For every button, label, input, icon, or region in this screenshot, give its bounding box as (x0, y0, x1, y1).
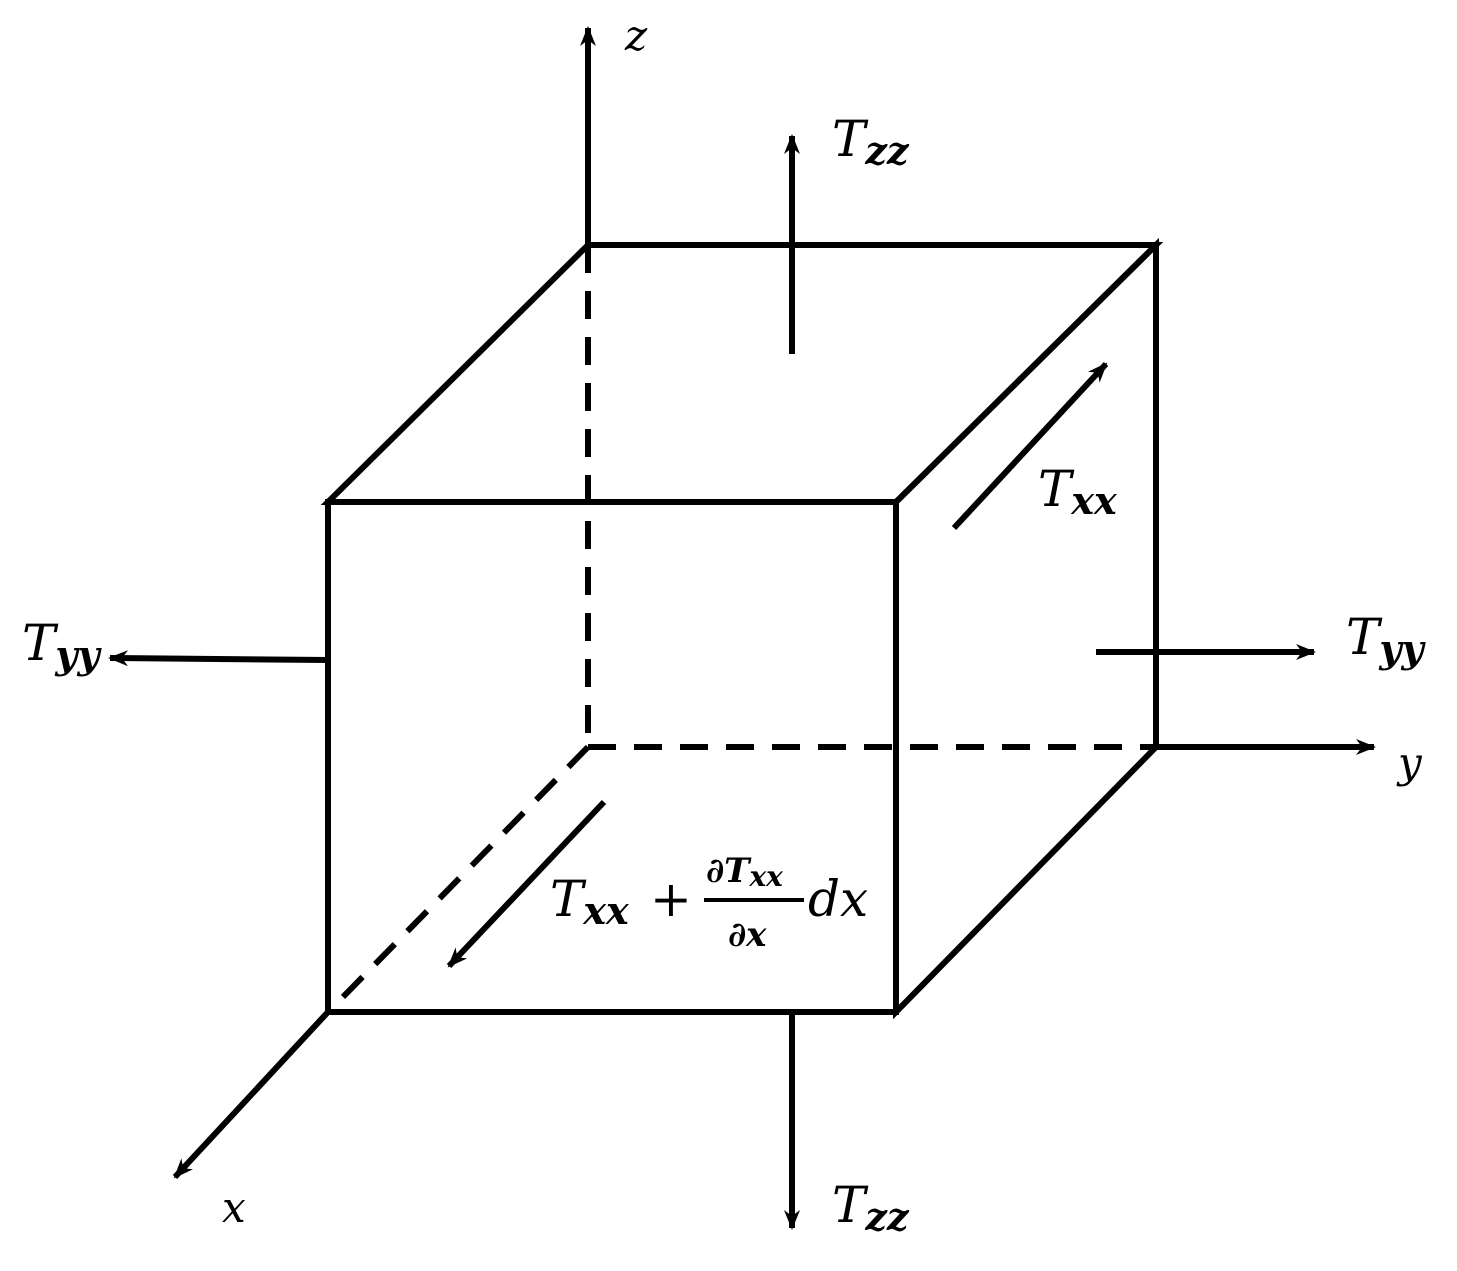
expression-lhs-sub: xx (582, 888, 630, 933)
cube-visible-edges (320, 237, 1164, 1020)
tyy-left-arrow (108, 650, 329, 667)
tzz-top-base: T (832, 110, 869, 168)
force-arrows (108, 134, 1316, 1230)
axes (172, 26, 1376, 1180)
txx-back-label: Txx (1038, 460, 1118, 523)
axis-labels: z y x (222, 11, 1423, 1232)
expression-fraction-denominator: ∂x (728, 915, 767, 955)
tyy-right-sub: yy (1378, 626, 1426, 671)
expression-lhs: Txx (550, 870, 630, 933)
txx-back-arrow (951, 361, 1109, 531)
x-axis-line (172, 1009, 331, 1180)
hidden-edges (337, 245, 1156, 1003)
expression-plus: + (650, 870, 692, 928)
tyy-right-label: Tyy (1346, 608, 1426, 671)
x-axis-label: x (222, 1183, 246, 1232)
tyy-right-base: T (1346, 608, 1383, 666)
hidden-edge-diagonal (337, 744, 591, 1003)
tyy-left-sub: yy (54, 632, 102, 677)
txx-back-sub: xx (1070, 478, 1118, 523)
front-face (325, 499, 899, 1015)
tzz-bottom-label: Tzz (832, 1176, 910, 1239)
txx-front-arrow (446, 799, 607, 969)
tyy-left-base: T (22, 614, 59, 672)
tyy-left-label: Tyy (22, 614, 102, 677)
front-expression: Txx + ∂Txx ∂x dx (550, 851, 868, 955)
expression-lhs-base: T (550, 870, 587, 928)
top-face (320, 242, 1164, 505)
expression-fraction-numerator-sub: xx (748, 860, 783, 893)
force-labels: Tzz Tzz Tyy Tyy Txx (22, 110, 1426, 1239)
tzz-bottom-base: T (832, 1176, 869, 1234)
tzz-bottom-sub: zz (864, 1194, 910, 1239)
expression-fraction-numerator-base: ∂T (706, 851, 752, 891)
tzz-top-label: Tzz (832, 110, 910, 173)
txx-back-base: T (1038, 460, 1075, 518)
z-axis-label: z (624, 11, 648, 60)
right-face (893, 237, 1159, 1020)
expression-fraction-numerator: ∂Txx (706, 851, 783, 893)
y-axis-label: y (1396, 738, 1423, 787)
tzz-top-sub: zz (864, 128, 910, 173)
expression-tail: dx (808, 870, 868, 928)
